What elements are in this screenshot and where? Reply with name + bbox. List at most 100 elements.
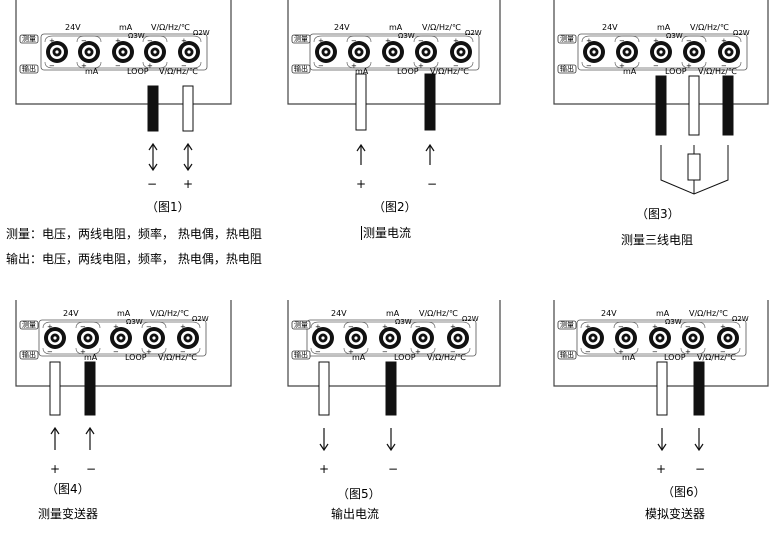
fig2-arrow-left <box>356 143 366 165</box>
label-ohm-3w: Ω3W <box>128 32 145 40</box>
group-bracket-bottom <box>346 61 439 69</box>
terminal-sign-bottom: − <box>115 62 121 70</box>
fig5-wire-white <box>318 361 330 416</box>
terminal-post <box>583 41 605 63</box>
terminal-post <box>718 41 740 63</box>
terminal-sign-bottom: + <box>81 62 87 70</box>
terminal-sign-bottom: − <box>180 348 186 356</box>
terminal-sign-top: − <box>618 323 624 331</box>
fig4-label: 测量变送器 <box>38 507 99 521</box>
label-loop: LOOP <box>394 353 416 362</box>
label-ma-bottom: mA <box>623 67 637 76</box>
terminal-post <box>450 41 472 63</box>
measure-button <box>19 34 39 44</box>
group-bracket-top <box>310 321 369 329</box>
label-vohm-top: V/Ω/Hz/℃ <box>151 23 190 32</box>
label-loop: LOOP <box>664 353 686 362</box>
fig4-wire-white <box>49 361 61 416</box>
terminal-hole <box>726 336 730 340</box>
arrow-head-up <box>148 142 158 151</box>
fig3-three-wire-resistor <box>660 145 729 195</box>
output-button-label: 输出 <box>22 65 36 73</box>
output-button-label: 输出 <box>294 351 308 359</box>
group-bracket-top <box>75 321 167 329</box>
terminal-hole <box>87 50 91 54</box>
terminal-sign-top: + <box>318 37 324 45</box>
fig1-measure-line: 测量：电压，两线电阻，频率， 热电偶，热电阻 <box>6 227 262 241</box>
label-ma-top: mA <box>119 23 133 32</box>
group-bracket-top <box>681 35 742 43</box>
label-vohm-top: V/Ω/Hz/℃ <box>690 23 729 32</box>
instrument-panel: +−−++−−++− <box>287 0 501 105</box>
fig6-wire-black <box>693 361 705 416</box>
arrow-head-down <box>183 163 193 172</box>
terminal-post <box>379 327 401 349</box>
measure-button-label: 测量 <box>294 35 308 43</box>
terminal-strip <box>40 33 208 71</box>
terminal-post <box>717 327 739 349</box>
terminal-sign-bottom: − <box>181 62 187 70</box>
terminal-strip <box>38 319 207 357</box>
arrow-head-down <box>319 443 329 452</box>
terminal-sign-bottom: + <box>147 62 153 70</box>
output-button-label: 输出 <box>560 65 574 73</box>
output-button <box>291 64 311 74</box>
group-bracket-top <box>313 35 372 43</box>
fig6-sign-right: − <box>695 462 706 476</box>
terminal-sign-bottom: + <box>418 62 424 70</box>
terminal-post <box>345 327 367 349</box>
instrument-panel: +−−++−−++− <box>553 0 769 105</box>
output-button-label: 输出 <box>22 351 36 359</box>
fig2-wire-white <box>355 73 367 131</box>
label-24v: 24V <box>601 309 617 318</box>
terminal-sign-top: + <box>652 323 658 331</box>
fig1-arrow-left <box>148 142 158 172</box>
arrow-head-down <box>694 443 704 452</box>
label-loop: LOOP <box>397 67 419 76</box>
terminal-sign-bottom: − <box>720 348 726 356</box>
group-bracket-bottom <box>313 61 372 69</box>
group-bracket-bottom <box>310 347 369 355</box>
fig6-wire-white <box>656 361 668 416</box>
fig1-output-line: 输出：电压，两线电阻，频率， 热电偶，热电阻 <box>6 252 262 266</box>
terminal-hole <box>186 336 190 340</box>
group-bracket-bottom <box>76 61 168 69</box>
output-button <box>557 64 577 74</box>
label-ma-top: mA <box>386 309 400 318</box>
group-bracket-bottom <box>410 347 471 355</box>
label-loop: LOOP <box>665 67 687 76</box>
fig4-arrow-right <box>85 426 95 450</box>
fig5-label: 输出电流 <box>331 507 380 521</box>
terminal-strip <box>577 33 748 71</box>
fig5-sign-left: + <box>319 462 330 476</box>
label-24v: 24V <box>63 309 79 318</box>
measure-button <box>19 320 39 330</box>
terminal-sign-top: + <box>47 323 53 331</box>
measure-button-label: 测量 <box>560 35 574 43</box>
fig5-wire-black <box>385 361 397 416</box>
arrow-head-up <box>85 426 95 435</box>
terminal-post <box>178 41 200 63</box>
terminal-post <box>77 327 99 349</box>
terminal-sign-bottom: + <box>351 62 357 70</box>
terminal-sign-top: + <box>382 323 388 331</box>
terminal-post <box>110 327 132 349</box>
label-vohm-bottom: V/Ω/Hz/℃ <box>698 67 737 76</box>
group-bracket-top <box>680 321 741 329</box>
terminal-sign-top: + <box>585 323 591 331</box>
measure-button-label: 测量 <box>22 35 36 43</box>
terminal-sign-top: + <box>180 323 186 331</box>
terminal-hole <box>121 50 125 54</box>
terminal-sign-bottom: + <box>686 62 692 70</box>
group-bracket-top <box>614 35 707 43</box>
terminal-sign-bottom: + <box>80 348 86 356</box>
terminal-hole <box>391 50 395 54</box>
terminal-sign-top: − <box>146 323 152 331</box>
arrow-head-down <box>148 163 158 172</box>
terminal-sign-bottom: + <box>619 62 625 70</box>
measure-button <box>557 34 577 44</box>
terminal-sign-top: + <box>49 37 55 45</box>
label-vohm-bottom: V/Ω/Hz/℃ <box>158 353 197 362</box>
group-bracket-top <box>613 321 706 329</box>
group-bracket-bottom <box>142 61 202 69</box>
